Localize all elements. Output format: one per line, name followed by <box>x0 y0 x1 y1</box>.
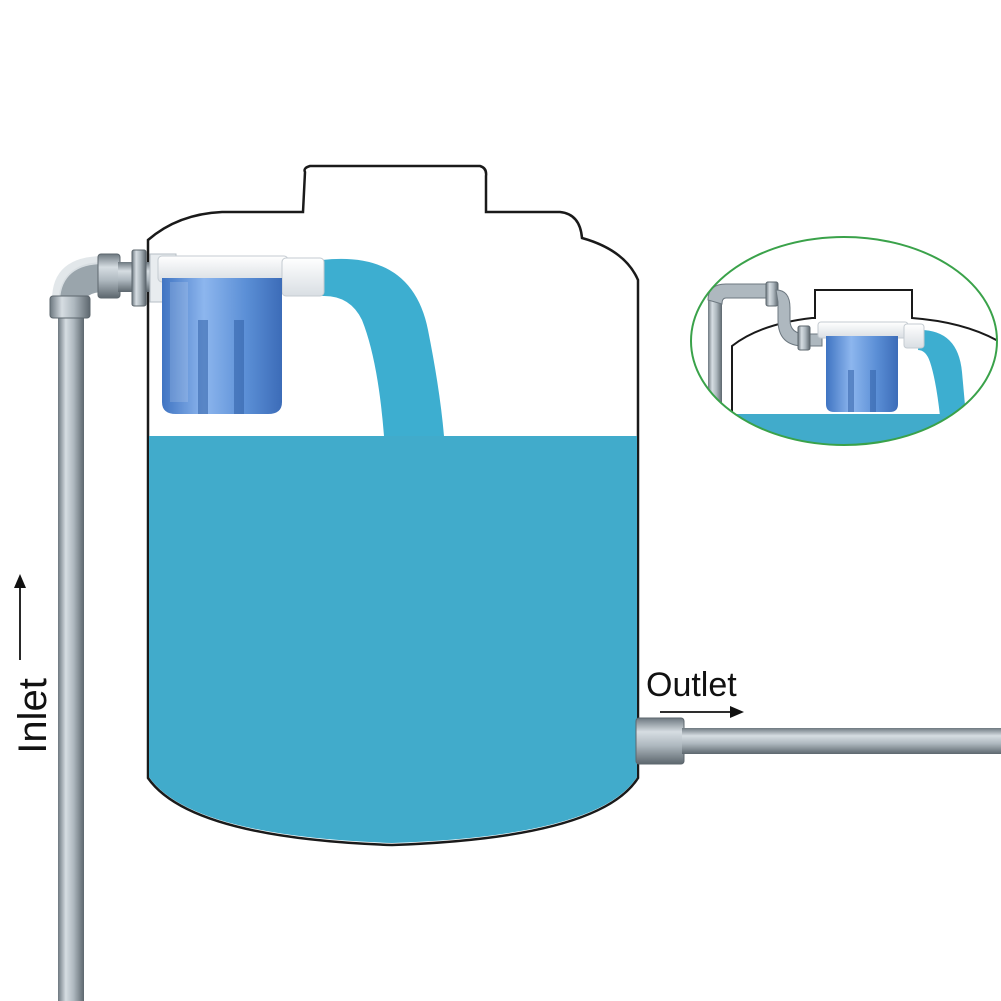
inlet-label: Inlet <box>11 574 55 754</box>
inset-border <box>690 236 998 446</box>
tank-water <box>149 436 637 843</box>
inset-detail <box>690 236 998 446</box>
arrow-up-icon <box>14 574 26 660</box>
inset-tank-outline <box>731 289 997 445</box>
inlet-pipe <box>49 249 150 1001</box>
arrow-right-icon <box>660 706 744 718</box>
inset-stream <box>918 330 966 416</box>
outlet-label: Outlet <box>646 666 744 718</box>
outlet-pipe <box>635 717 1001 765</box>
outlet-label-text: Outlet <box>646 666 737 704</box>
inlet-label-text: Inlet <box>11 678 55 754</box>
water-stream <box>322 258 444 436</box>
float-valve <box>149 253 325 414</box>
